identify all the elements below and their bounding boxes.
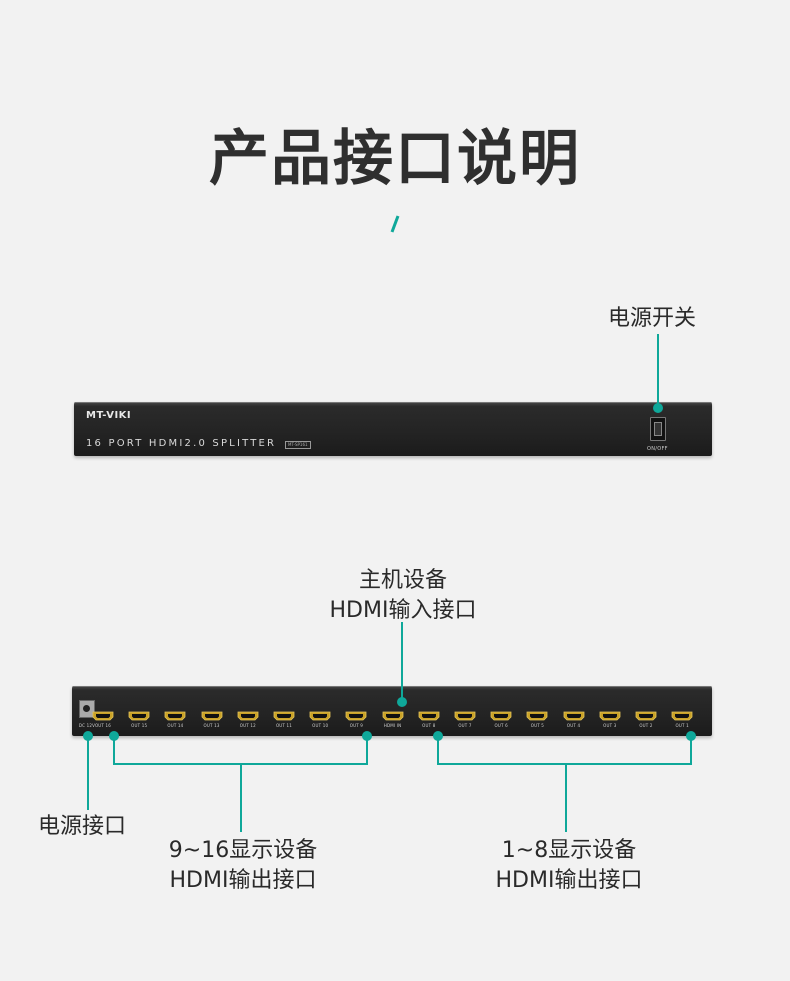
hdmi-out-port[interactable] [671, 711, 693, 721]
port-label: OUT 4 [566, 723, 581, 728]
callout-hdmi-input: 主机设备 HDMI输入接口 [303, 566, 503, 626]
page-title: 产品接口说明 [209, 124, 581, 194]
hdmi-out-port[interactable] [418, 711, 440, 721]
port-label: OUT 11 [275, 723, 293, 728]
brand-logo: MT-VIKI [86, 410, 132, 421]
port-label: OUT 9 [349, 723, 364, 728]
port-label: OUT 6 [494, 723, 508, 728]
callout-out-9-16-line1: 9~16显示设备 [168, 838, 318, 863]
hdmi-out-port[interactable] [164, 711, 186, 721]
callout-power-port: 电源接口 [38, 814, 127, 839]
callout-out-1-8-line1: 1~8显示设备 [501, 838, 637, 863]
callout-power-switch: 电源开关 [608, 306, 697, 331]
marker-power-switch [653, 403, 663, 413]
rear-panel: DC 12V OUT 16 OUT 15 OUT 14 OUT 13 OUT 12 OUT… [72, 686, 712, 736]
marker-hdmi-in [397, 697, 407, 707]
port-label: OUT 10 [312, 723, 329, 728]
port-label: OUT 3 [603, 723, 617, 728]
marker-dc [83, 731, 93, 741]
callout-hdmi-input-line1: 主机设备 [358, 568, 447, 593]
callout-out-9-16: 9~16显示设备 HDMI输出接口 [143, 836, 343, 896]
port-label: OUT 12 [239, 723, 256, 728]
model-text: 16 PORT HDMI2.0 SPLITTER [86, 438, 277, 449]
marker-out16 [109, 731, 119, 741]
port-label: OUT 13 [203, 723, 220, 728]
dc-label: DC 12V [78, 723, 96, 728]
dc-power-port[interactable] [79, 700, 95, 718]
port-label: OUT 1 [675, 723, 689, 728]
hdmi-out-port[interactable] [454, 711, 476, 721]
switch-label: ON/OFF [647, 446, 668, 452]
hdmi-out-port[interactable] [309, 711, 331, 721]
slash-decoration [390, 215, 400, 233]
hdmi-out-port[interactable] [563, 711, 585, 721]
hdmi-out-port[interactable] [345, 711, 367, 721]
hdmi-out-port[interactable] [92, 711, 114, 721]
port-label: OUT 8 [422, 723, 436, 728]
marker-out8 [433, 731, 443, 741]
front-panel: MT-VIKI 16 PORT HDMI2.0 SPLITTER MT-SP16… [74, 402, 712, 456]
port-label: OUT 14 [167, 723, 184, 728]
hdmi-out-port[interactable] [273, 711, 295, 721]
callout-out-1-8-line2: HDMI输出接口 [495, 868, 643, 893]
marker-out1 [686, 731, 696, 741]
marker-out9 [362, 731, 372, 741]
callout-hdmi-input-line2: HDMI输入接口 [329, 598, 477, 623]
callout-out-9-16-line2: HDMI输出接口 [169, 868, 317, 893]
power-switch[interactable] [650, 417, 666, 441]
hdmi-out-port[interactable] [237, 711, 259, 721]
hdmi-out-port[interactable] [128, 711, 150, 721]
model-tag: MT-SP161 [285, 441, 311, 449]
hdmi-out-port[interactable] [635, 711, 657, 721]
hdmi-in-port[interactable] [382, 711, 404, 721]
hdmi-out-port[interactable] [599, 711, 621, 721]
port-label: OUT 2 [639, 723, 653, 728]
hdmi-out-port[interactable] [490, 711, 512, 721]
port-label: OUT 5 [530, 723, 545, 728]
port-label: OUT 16 [94, 723, 112, 728]
port-label: OUT 7 [458, 723, 472, 728]
port-label: HDMI IN [383, 723, 402, 728]
callout-out-1-8: 1~8显示设备 HDMI输出接口 [469, 836, 669, 896]
port-label: OUT 15 [131, 723, 148, 728]
hdmi-out-port[interactable] [526, 711, 548, 721]
hdmi-out-port[interactable] [201, 711, 223, 721]
